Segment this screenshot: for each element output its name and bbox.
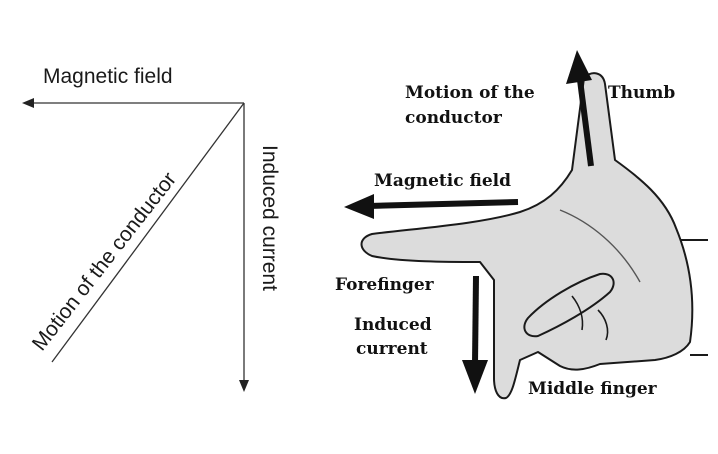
magnetic-field-arrowhead: [22, 98, 34, 108]
thumb-motion-arrow: [577, 79, 594, 167]
motion-of-conductor-axis: [51, 102, 245, 363]
finger-crease: [571, 295, 609, 341]
motion-of-conductor-label-line2: conductor: [405, 108, 503, 128]
middle-finger: [523, 272, 615, 338]
induced-current-label: Induced current: [258, 145, 281, 291]
magnetic-field-hand-label: Magnetic field: [374, 171, 511, 191]
induced-current-arrowhead: [239, 380, 249, 392]
motion-of-conductor-label-line1: Motion of the: [405, 83, 535, 103]
axis-diagram: Magnetic field Motion of the conductor I…: [22, 65, 281, 392]
hand-illustration: Motion of the conductor Thumb Magnetic f…: [335, 50, 708, 400]
middle-finger-label: Middle finger: [528, 379, 658, 399]
motion-of-conductor-label: Motion of the conductor: [28, 168, 181, 355]
magnetic-field-arrow: [367, 199, 519, 209]
hand-palm: [360, 72, 694, 400]
induced-current-hand-label-line1: Induced: [354, 315, 432, 335]
magnetic-field-label: Magnetic field: [43, 65, 173, 88]
palm-crease: [559, 209, 641, 283]
induced-current-arrow: [472, 275, 479, 365]
forefinger-label: Forefinger: [335, 275, 435, 295]
thumb-motion-arrowhead: [566, 50, 592, 84]
thumb-label: Thumb: [608, 83, 675, 103]
induced-current-hand-label-line2: current: [356, 339, 428, 359]
induced-current-arrowhead-hand: [462, 360, 488, 394]
magnetic-field-arrowhead-hand: [344, 194, 374, 219]
